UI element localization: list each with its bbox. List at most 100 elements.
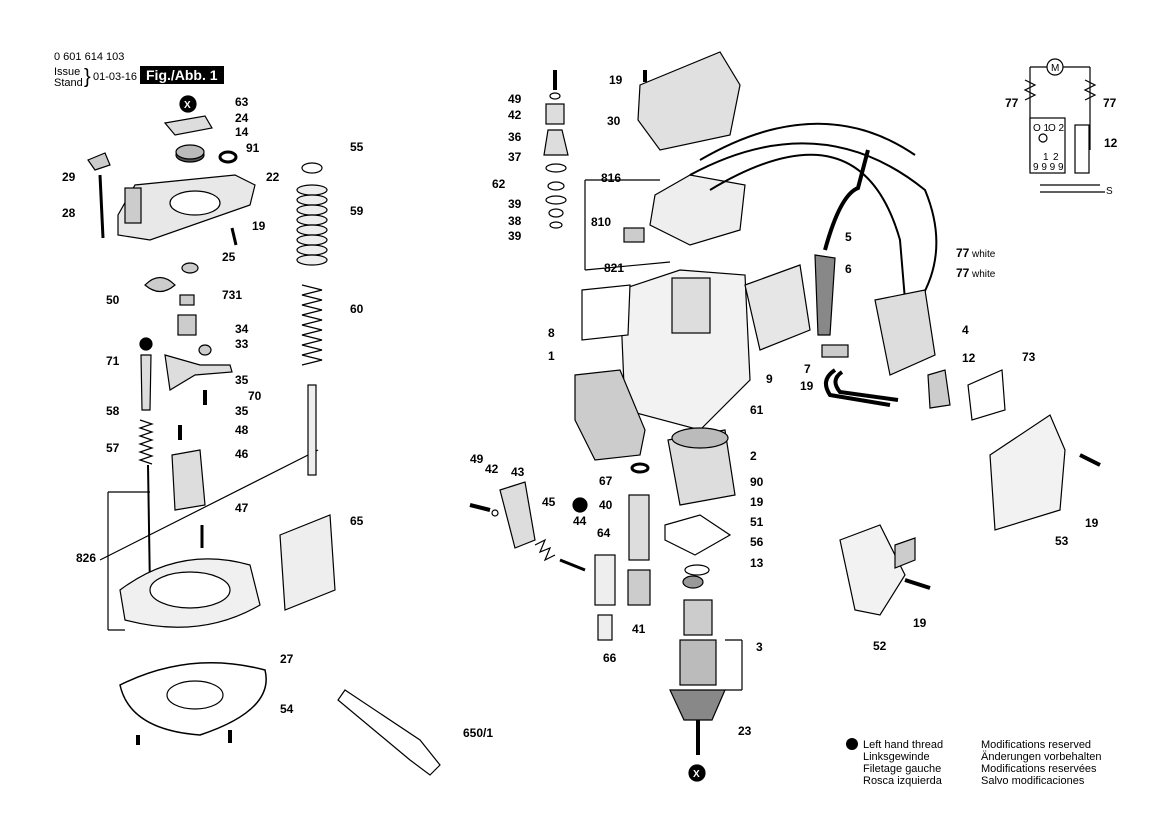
- callout-42-a: 42: [508, 108, 522, 122]
- legend-left-hand-thread: Left hand thread Linksgewinde Filetage g…: [863, 739, 943, 787]
- callout-53: 53: [1055, 534, 1069, 548]
- callout-816: 816: [601, 171, 621, 185]
- callout-23: 23: [738, 724, 752, 738]
- callout-62: 62: [492, 177, 506, 191]
- callout-28: 28: [62, 206, 76, 220]
- part-number: 0 601 614 103: [54, 51, 125, 63]
- callout-50: 50: [106, 293, 120, 307]
- callout-63: 63: [235, 95, 249, 109]
- brace: }: [84, 66, 91, 88]
- callout-19-e: 19: [1085, 516, 1099, 530]
- callout-19-f: 19: [913, 616, 927, 630]
- callout-9: 9: [766, 372, 773, 386]
- callout-4: 4: [962, 323, 969, 337]
- callout-13: 13: [750, 556, 764, 570]
- callout-52: 52: [873, 639, 887, 653]
- callout-47: 47: [235, 501, 249, 515]
- callout-71: 71: [106, 354, 120, 368]
- callout-42-b: 42: [485, 462, 499, 476]
- switch-terminal-2: 2: [1053, 152, 1059, 163]
- callout-73: 73: [1022, 350, 1036, 364]
- callout-91: 91: [246, 141, 260, 155]
- callout-56: 56: [750, 535, 764, 549]
- callout-2: 2: [750, 449, 757, 463]
- switch-terminal-o1: O 1: [1033, 123, 1050, 134]
- callout-67: 67: [599, 474, 613, 488]
- switch-contacts: 9 9 9 9: [1033, 162, 1064, 173]
- wire-color-1: white: [971, 249, 996, 260]
- callout-826: 826: [76, 551, 96, 565]
- callout-3: 3: [756, 640, 763, 654]
- legend-line: Salvo modificaciones: [981, 775, 1085, 787]
- callout-8: 8: [548, 326, 555, 340]
- legend-line: Änderungen vorbehalten: [981, 751, 1102, 763]
- callout-39-b: 39: [508, 229, 522, 243]
- callout-57: 57: [106, 441, 120, 455]
- callout-35-a: 35: [235, 373, 249, 387]
- motor-symbol: M: [1051, 63, 1059, 74]
- callout-810: 810: [591, 215, 611, 229]
- callout-36: 36: [508, 130, 522, 144]
- callout-65: 65: [350, 514, 364, 528]
- callout-70: 70: [248, 389, 262, 403]
- callout-25: 25: [222, 250, 236, 264]
- callout-19-d: 19: [750, 495, 764, 509]
- callout-46: 46: [235, 447, 249, 461]
- callout-35-b: 35: [235, 404, 249, 418]
- callout-12-a: 12: [1104, 136, 1118, 150]
- callout-44: 44: [573, 514, 587, 528]
- callout-6: 6: [845, 262, 852, 276]
- wire-color-2: white: [971, 269, 996, 280]
- issue-date: 01-03-16: [93, 71, 138, 83]
- callout-33: 33: [235, 337, 249, 351]
- callout-38: 38: [508, 214, 522, 228]
- callout-40: 40: [599, 498, 613, 512]
- switch-terminal-o2: O 2: [1048, 123, 1065, 134]
- callout-49-b: 49: [470, 452, 484, 466]
- legend-line: Modifications reserved: [981, 739, 1092, 751]
- callout-19-c: 19: [800, 379, 814, 393]
- schematic-s-label: S: [1106, 186, 1113, 197]
- legend-line: Linksgewinde: [863, 751, 930, 763]
- x-marker-top: X: [184, 100, 191, 111]
- callout-58: 58: [106, 404, 120, 418]
- legend-line: Modifications reservées: [981, 763, 1097, 775]
- callout-14: 14: [235, 125, 249, 139]
- legend-modifications: Modifications reserved Änderungen vorbeh…: [981, 739, 1101, 787]
- figure-label: Fig./Abb. 1: [140, 66, 224, 84]
- callout-12-b: 12: [962, 351, 976, 365]
- issue-label: Issue: [54, 66, 81, 78]
- callout-59: 59: [350, 204, 364, 218]
- callout-77-white-1: 77: [956, 246, 970, 260]
- callout-77-white-2: 77: [956, 266, 970, 280]
- callout-43: 43: [511, 465, 525, 479]
- callout-61: 61: [750, 403, 764, 417]
- callout-45: 45: [542, 495, 556, 509]
- callout-19-b: 19: [609, 73, 623, 87]
- callout-1: 1: [548, 349, 555, 363]
- callout-29: 29: [62, 170, 76, 184]
- callout-19-a: 19: [252, 219, 266, 233]
- callout-7: 7: [804, 362, 811, 376]
- callout-41: 41: [632, 622, 646, 636]
- callout-37: 37: [508, 150, 522, 164]
- stand-label: Stand: [54, 77, 83, 89]
- legend-line: Rosca izquierda: [863, 775, 942, 787]
- callout-821: 821: [604, 261, 624, 275]
- switch-terminal-1: 1: [1043, 152, 1049, 163]
- callout-27: 27: [280, 652, 294, 666]
- callout-64: 64: [597, 526, 611, 540]
- callout-30: 30: [607, 114, 621, 128]
- callout-60: 60: [350, 302, 364, 316]
- callout-39-a: 39: [508, 197, 522, 211]
- legend-line: Left hand thread: [863, 739, 944, 751]
- callout-51: 51: [750, 515, 764, 529]
- left-thread-icon: [846, 738, 858, 750]
- legend-line: Filetage gauche: [863, 763, 942, 775]
- callout-49-a: 49: [508, 92, 522, 106]
- callout-650-1: 650/1: [463, 726, 493, 740]
- callout-34: 34: [235, 322, 249, 336]
- callout-5: 5: [845, 230, 852, 244]
- callout-48: 48: [235, 423, 249, 437]
